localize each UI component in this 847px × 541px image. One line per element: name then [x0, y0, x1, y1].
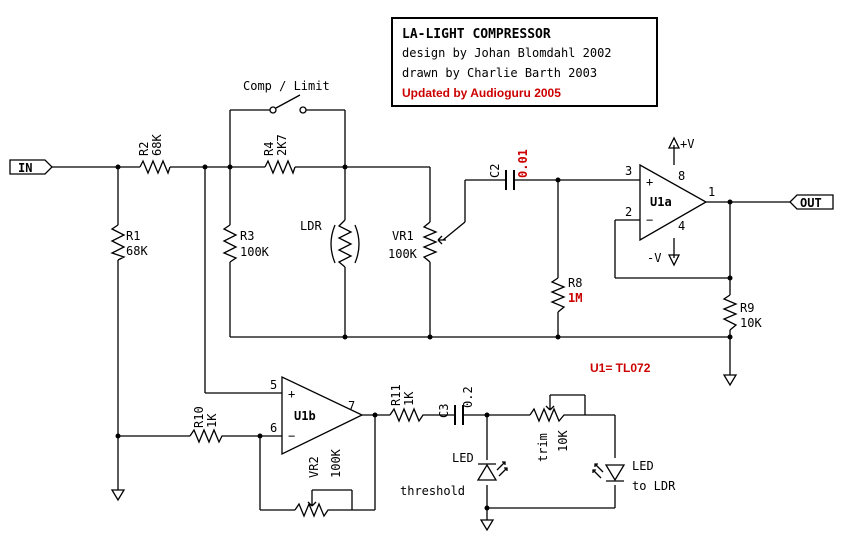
title-line-2: design by Johan Blomdahl 2002 — [402, 46, 612, 60]
resistor-r2: R2 68K — [137, 134, 171, 175]
led-light-arrow-icon — [594, 463, 604, 473]
potentiometer-trim: trim 10K — [529, 405, 570, 462]
r8-ref: R8 — [568, 276, 582, 290]
svg-text:−: − — [288, 429, 295, 443]
c2-ref: C2 — [488, 164, 502, 178]
ldr-ref: LDR — [300, 219, 322, 233]
resistor-r8: R8 1M — [550, 276, 582, 313]
switch-label: Comp / Limit — [243, 79, 330, 93]
resistor-r3: R3 100K — [222, 224, 270, 263]
r1-value: 68K — [126, 244, 148, 258]
opamp-u1b: + − U1b 5 6 7 — [270, 375, 364, 456]
resistor-r9: R9 10K — [722, 294, 762, 331]
vr1-value: 100K — [388, 247, 418, 261]
u1a-pin-vp: 8 — [678, 169, 685, 183]
resistor-r4: R4 2K7 — [262, 134, 296, 175]
trim-ref: trim — [536, 433, 550, 462]
output-port-flag — [789, 194, 834, 210]
r1-ref: R1 — [126, 229, 140, 243]
led1-note: threshold — [400, 484, 465, 498]
r4-value: 2K7 — [275, 134, 289, 156]
r4-ref: R4 — [262, 142, 276, 156]
u1a-pin-minus: 2 — [625, 205, 632, 219]
ground-icon — [479, 519, 495, 532]
vplus-arrow-icon — [667, 136, 681, 149]
svg-text:+: + — [646, 175, 653, 189]
input-port-flag — [9, 159, 53, 175]
potentiometer-vr2: VR2 100K — [294, 448, 343, 518]
led1-ref: LED — [452, 451, 474, 465]
u1-part-label: U1= TL072 — [590, 361, 651, 375]
r2-value: 68K — [150, 134, 164, 156]
junction-dots — [115, 164, 733, 511]
r10-ref: R10 — [192, 406, 206, 428]
u1b-pin-out: 7 — [348, 399, 355, 413]
c3-ref: C3 — [437, 404, 451, 418]
vr2-ref: VR2 — [307, 456, 321, 478]
r2-ref: R2 — [137, 142, 151, 156]
u1b-ref: U1b — [294, 409, 316, 423]
led2-ref: LED — [632, 459, 654, 473]
input-port: IN — [9, 159, 53, 175]
vminus-label: -V — [647, 251, 661, 265]
r9-ref: R9 — [740, 301, 754, 315]
ldr: LDR — [300, 219, 360, 268]
title-block-frame — [391, 17, 658, 107]
r3-ref: R3 — [240, 229, 254, 243]
input-port-label: IN — [18, 161, 32, 175]
led2-note: to LDR — [632, 479, 676, 493]
c3-value: 0.2 — [461, 386, 475, 408]
output-port: OUT — [789, 194, 834, 210]
led-to-ldr: LED to LDR — [592, 459, 676, 493]
title-block: LA-LIGHT COMPRESSOR design by Johan Blom… — [391, 17, 658, 107]
output-port-label: OUT — [800, 196, 822, 210]
r8-value: 1M — [568, 291, 582, 305]
resistor-r10: R10 1K — [189, 406, 225, 444]
led-threshold: LED threshold — [400, 451, 508, 498]
trim-value: 10K — [556, 430, 570, 452]
led-light-arrow-icon — [496, 461, 506, 471]
u1a-pin-plus: 3 — [625, 164, 632, 178]
potentiometer-vr1: VR1 100K — [388, 221, 446, 263]
r3-value: 100K — [240, 245, 270, 259]
title-line-3: drawn by Charlie Barth 2003 — [402, 66, 597, 80]
svg-text:+: + — [288, 387, 295, 401]
r9-value: 10K — [740, 316, 762, 330]
ground-symbols — [110, 374, 738, 532]
capacitor-c2: C2 0.01 — [488, 149, 530, 190]
u1a-ref: U1a — [650, 195, 672, 209]
vplus-label: +V — [680, 137, 694, 151]
comp-limit-switch: Comp / Limit — [243, 79, 330, 114]
opamp-u1a: + − U1a 3 2 1 8 4 — [620, 163, 715, 242]
svg-text:−: − — [646, 213, 653, 227]
title-line-4: Updated by Audioguru 2005 — [402, 86, 561, 100]
vminus-arrow-icon — [667, 254, 681, 267]
resistor-r1: R1 68K — [110, 224, 148, 261]
ground-icon — [722, 374, 738, 387]
vr1-ref: VR1 — [392, 229, 414, 243]
ground-icon — [110, 489, 126, 502]
capacitor-c3: C3 0.2 — [437, 386, 475, 425]
supply-symbols: +V -V — [647, 136, 694, 267]
u1b-pin-minus: 6 — [270, 421, 277, 435]
resistor-r11: R11 1K — [389, 384, 425, 423]
u1a-pin-out: 1 — [708, 185, 715, 199]
r11-value: 1K — [402, 391, 416, 406]
wiring — [52, 109, 790, 520]
title-line-1: LA-LIGHT COMPRESSOR — [402, 27, 551, 42]
r10-value: 1K — [205, 413, 219, 428]
u1b-pin-plus: 5 — [270, 378, 277, 392]
r11-ref: R11 — [389, 384, 403, 406]
vr2-value: 100K — [329, 448, 343, 478]
u1a-pin-vn: 4 — [678, 219, 685, 233]
c2-value: 0.01 — [516, 149, 530, 178]
